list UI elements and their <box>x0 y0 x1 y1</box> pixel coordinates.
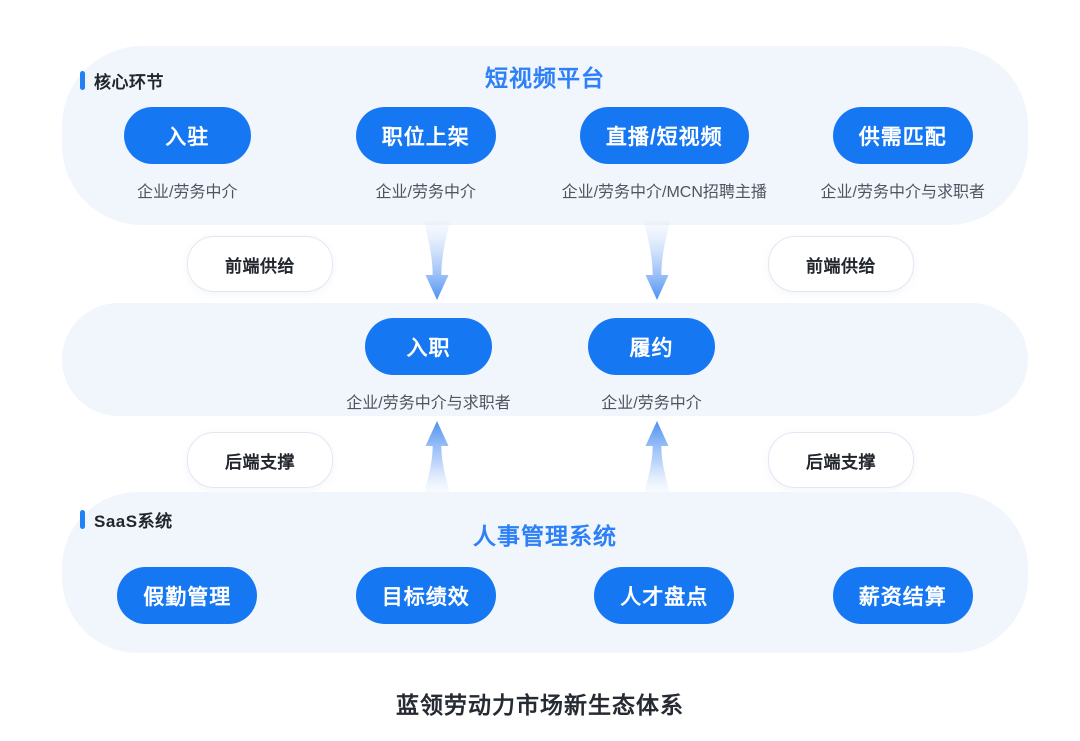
module-item-performance: 目标绩效 <box>307 567 546 624</box>
stage-item-hiring: 入职 企业/劳务中介与求职者 <box>317 318 540 413</box>
module-pill-performance: 目标绩效 <box>355 567 496 624</box>
stage-pill-onboarding: 入驻 <box>123 107 251 164</box>
front-supply-pill-right: 前端供给 <box>768 236 914 292</box>
core-links-label-text: 核心环节 <box>94 73 164 92</box>
stage-subtitle-fulfillment: 企业/劳务中介 <box>601 395 702 412</box>
core-links-label: 核心环节 <box>80 68 164 93</box>
back-support-pill-right: 后端支撑 <box>768 432 914 488</box>
module-item-attendance: 假勤管理 <box>68 567 307 624</box>
stage-item-fulfillment: 履约 企业/劳务中介 <box>540 318 763 413</box>
middle-items-row: 入职 企业/劳务中介与求职者 履约 企业/劳务中介 <box>317 318 763 413</box>
down-arrow-icon <box>424 221 450 300</box>
top-items-row: 入驻 企业/劳务中介 职位上架 企业/劳务中介 直播/短视频 企业/劳务中介/M… <box>68 107 1022 202</box>
stage-pill-livestream: 直播/短视频 <box>579 107 749 164</box>
stage-item-livestream: 直播/短视频 企业/劳务中介/MCN招聘主播 <box>545 107 784 202</box>
stage-pill-job-listing: 职位上架 <box>355 107 496 164</box>
short-video-platform-panel: 核心环节 短视频平台 入驻 企业/劳务中介 职位上架 企业/劳务中介 直播/短视… <box>62 46 1028 225</box>
module-pill-attendance: 假勤管理 <box>117 567 258 624</box>
short-video-platform-title: 短视频平台 <box>485 65 605 91</box>
stage-item-matching: 供需匹配 企业/劳务中介与求职者 <box>784 107 1023 202</box>
stage-subtitle-hiring: 企业/劳务中介与求职者 <box>346 395 511 412</box>
module-item-talent-review: 人才盘点 <box>545 567 784 624</box>
hr-saas-panel: SaaS系统 人事管理系统 假勤管理 目标绩效 人才盘点 薪资结算 <box>62 492 1028 653</box>
stage-pill-fulfillment: 履约 <box>588 318 715 375</box>
stage-pill-hiring: 入职 <box>365 318 492 375</box>
bottom-items-row: 假勤管理 目标绩效 人才盘点 薪资结算 <box>68 567 1022 624</box>
back-support-pill-left: 后端支撑 <box>187 432 333 488</box>
module-pill-talent-review: 人才盘点 <box>594 567 735 624</box>
stage-item-job-listing: 职位上架 企业/劳务中介 <box>307 107 546 202</box>
saas-system-label-text: SaaS系统 <box>94 512 173 531</box>
stage-pill-matching: 供需匹配 <box>832 107 973 164</box>
stage-subtitle-matching: 企业/劳务中介与求职者 <box>820 184 985 201</box>
down-arrow-icon <box>644 221 670 300</box>
label-bar-icon <box>80 510 85 529</box>
diagram-caption: 蓝领劳动力市场新生态体系 <box>396 692 684 718</box>
stage-item-onboarding: 入驻 企业/劳务中介 <box>68 107 307 202</box>
module-item-payroll: 薪资结算 <box>784 567 1023 624</box>
module-pill-payroll: 薪资结算 <box>832 567 973 624</box>
stage-subtitle-onboarding: 企业/劳务中介 <box>137 184 238 201</box>
stage-subtitle-job-listing: 企业/劳务中介 <box>375 184 476 201</box>
up-arrow-icon <box>423 421 451 496</box>
label-bar-icon <box>80 71 85 90</box>
saas-system-label: SaaS系统 <box>80 507 173 532</box>
up-arrow-icon <box>643 421 671 496</box>
stage-subtitle-livestream: 企业/劳务中介/MCN招聘主播 <box>561 184 767 201</box>
hr-system-title: 人事管理系统 <box>473 523 617 549</box>
middle-band-panel <box>62 303 1028 416</box>
front-supply-pill-left: 前端供给 <box>187 236 333 292</box>
